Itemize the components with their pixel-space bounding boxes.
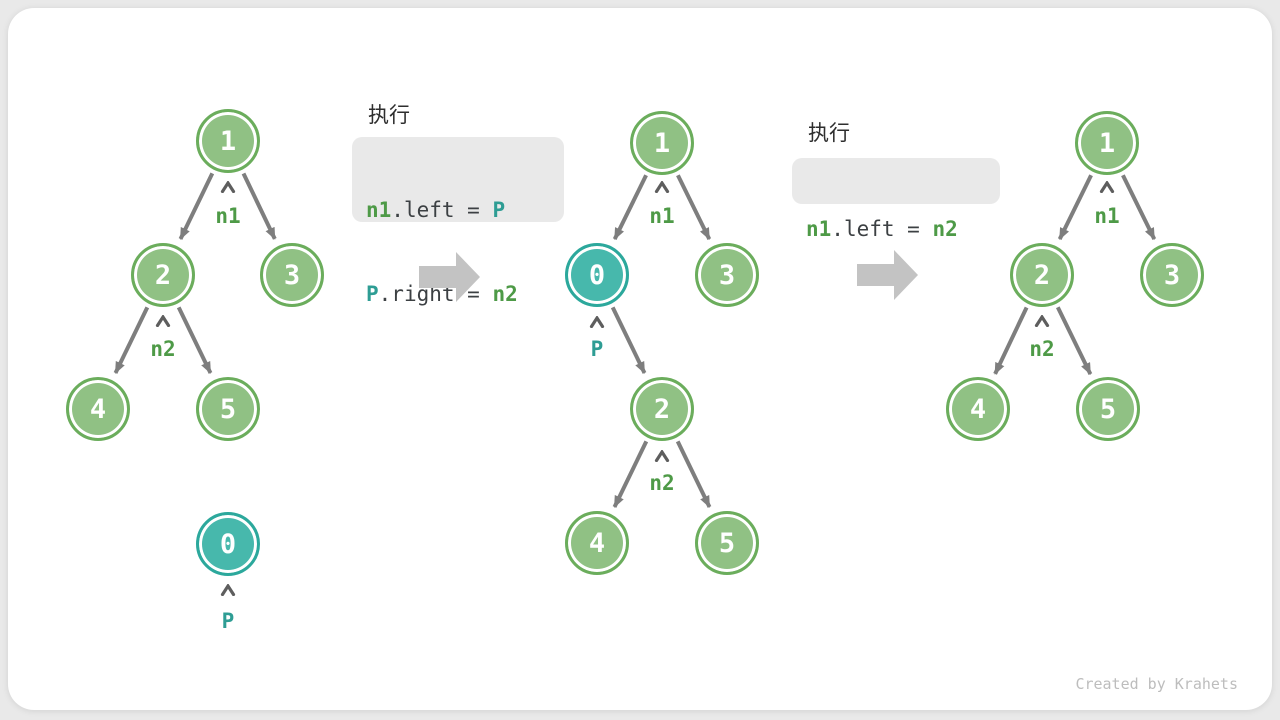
code-block: n1.left = P P.right = n2	[352, 137, 564, 306]
pointer-label-n2: n2	[150, 337, 176, 361]
code-line: n1.left = n2	[806, 213, 986, 245]
transition-arrow-icon	[857, 250, 918, 300]
code-token: .left =	[391, 198, 493, 222]
tree-node: 4	[66, 377, 130, 441]
tree-node: 5	[196, 377, 260, 441]
edge	[176, 306, 213, 374]
tree-node: 1	[630, 111, 694, 175]
tree-node: 2	[131, 243, 195, 307]
pointer-label-p: P	[590, 337, 604, 361]
pointer-label-n2: n2	[1029, 337, 1055, 361]
pointer-label-p: P	[221, 609, 235, 633]
pointer-caret-icon	[155, 315, 171, 327]
tree-node: 3	[1140, 243, 1204, 307]
tree-node: 4	[946, 377, 1010, 441]
tree-node: 5	[695, 511, 759, 575]
edge	[610, 306, 647, 374]
pointer-label-n1: n1	[215, 204, 241, 228]
pointer-caret-icon	[654, 450, 670, 462]
edge	[113, 306, 150, 374]
tree-node: 5	[1076, 377, 1140, 441]
transition-arrow-icon	[419, 252, 480, 302]
code-line: P.right = n2	[366, 276, 550, 312]
tree-node: 1	[196, 109, 260, 173]
edge	[612, 174, 648, 240]
pointer-label-n1: n1	[649, 204, 675, 228]
pointer-caret-icon	[220, 181, 236, 193]
edge	[676, 174, 712, 240]
pointer-caret-icon	[1034, 315, 1050, 327]
edge	[1121, 174, 1157, 240]
edge	[612, 440, 649, 508]
code-line: n1.left = P	[366, 192, 550, 228]
code-token: n2	[932, 217, 958, 241]
code-token: .left =	[831, 217, 933, 241]
code-token: n1	[806, 217, 832, 241]
tree-node: 2	[1010, 243, 1074, 307]
edge	[1056, 306, 1093, 375]
pointer-label-n1: n1	[1094, 204, 1120, 228]
pointer-caret-icon	[589, 316, 605, 328]
pointer-caret-icon	[654, 181, 670, 193]
tree-node-p: 0	[565, 243, 629, 307]
tree-node: 3	[695, 243, 759, 307]
edge	[1057, 174, 1093, 240]
edge	[241, 172, 277, 240]
pointer-caret-icon	[1099, 181, 1115, 193]
pointer-caret-icon	[220, 584, 236, 596]
tree-node: 3	[260, 243, 324, 307]
code-token: n1	[366, 198, 392, 222]
edge	[675, 440, 712, 508]
tree-node: 1	[1075, 111, 1139, 175]
code-token: P	[366, 282, 379, 306]
edge	[993, 306, 1029, 375]
code-token: P	[492, 198, 506, 222]
code-token: n2	[492, 282, 518, 306]
pointer-label-n2: n2	[649, 471, 675, 495]
code-block: n1.left = n2	[792, 158, 1000, 241]
watermark: Created by Krahets	[1075, 675, 1238, 693]
tree-node-p: 0	[196, 512, 260, 576]
tree-node: 2	[630, 377, 694, 441]
tree-node: 4	[565, 511, 629, 575]
code-title: 执行	[808, 122, 850, 145]
code-title: 执行	[368, 104, 410, 127]
edge	[178, 172, 215, 240]
